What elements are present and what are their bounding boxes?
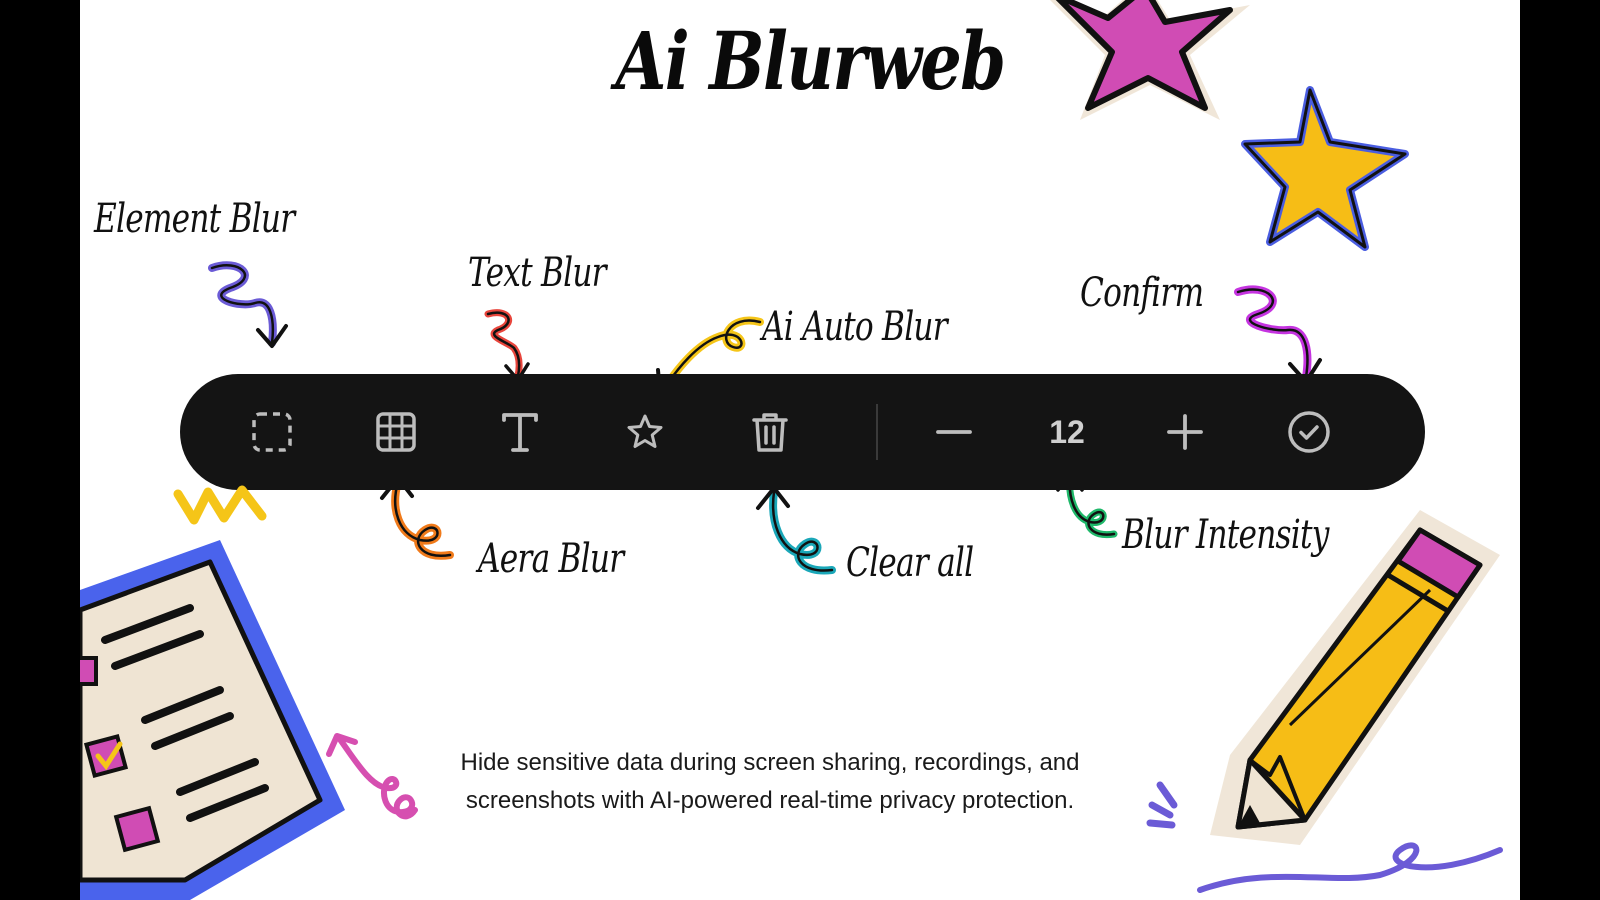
label-confirm: Confirm	[1080, 270, 1204, 316]
label-ai-auto-blur: Ai Auto Blur	[762, 304, 948, 350]
magenta-star-decoration	[1050, 0, 1250, 120]
label-text-blur: Text Blur	[468, 250, 607, 296]
dashed-square-icon	[252, 412, 292, 452]
blur-intensity-value: 12	[1049, 414, 1085, 450]
ai-auto-blur-button[interactable]	[620, 407, 670, 457]
checklist-doodle	[80, 540, 345, 900]
clear-all-button[interactable]	[745, 407, 795, 457]
arrow-element-blur	[208, 261, 288, 348]
text-icon	[502, 413, 538, 452]
trash-icon	[752, 413, 788, 452]
blur-toolbar: 12	[180, 374, 1425, 490]
arrow-clear-all	[756, 486, 836, 575]
text-blur-button[interactable]	[495, 407, 545, 457]
page-title: Ai Blurweb	[615, 14, 1007, 108]
label-clear-all: Clear all	[846, 540, 974, 586]
yellow-star-decoration	[1241, 86, 1409, 251]
grid-icon	[376, 412, 416, 452]
description-line-1: Hide sensitive data during screen sharin…	[460, 749, 1080, 776]
toolbar-divider	[876, 404, 878, 460]
crown-doodle	[173, 485, 267, 525]
description: Hide sensitive data during screen sharin…	[410, 744, 1130, 820]
description-line-2: screenshots with AI-powered real-time pr…	[465, 787, 1075, 814]
label-element-blur: Element Blur	[94, 196, 295, 242]
star-icon	[627, 414, 663, 448]
confirm-button[interactable]	[1284, 407, 1334, 457]
decrease-intensity-button[interactable]	[929, 407, 979, 457]
plus-icon	[1167, 414, 1203, 450]
element-blur-button[interactable]	[247, 407, 297, 457]
increase-intensity-button[interactable]	[1160, 407, 1210, 457]
area-blur-button[interactable]	[371, 407, 421, 457]
promo-canvas: Ai Blurweb Element Blur Text Blur Ai Aut…	[80, 0, 1520, 900]
label-blur-intensity: Blur Intensity	[1122, 512, 1329, 558]
pencil-doodle	[1146, 510, 1503, 893]
check-circle-icon	[1288, 411, 1330, 453]
pink-squiggle-doodle	[326, 733, 418, 820]
minus-icon	[936, 430, 972, 434]
label-area-blur: Aera Blur	[478, 536, 624, 582]
